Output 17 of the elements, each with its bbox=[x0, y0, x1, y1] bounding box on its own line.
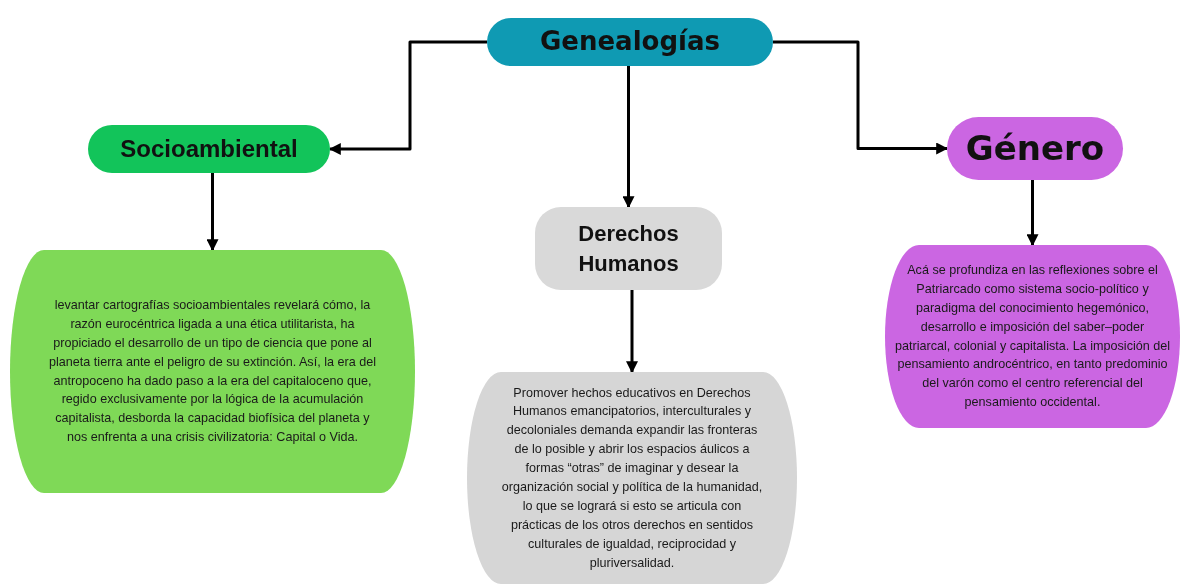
description-text: levantar cartografías socioambientales revelará cómo, la razón eurocéntrica ligada a una ética utilitarista, ha propiciado el desarrollo de un tipo de ciencia que pone al planeta tierra ante el peligro de su extinción. Así, la era del antropoceno ha dado paso a la era del capitaloceno que, regido exclusivamente por la lógica de la acumulación capitalista, desborda la capacidad biofísica del planeta y nos enfrenta a una crisis civilizatoria: Capital o Vida. bbox=[48, 296, 377, 447]
topic-box bbox=[88, 125, 330, 173]
topic-box bbox=[487, 18, 773, 66]
arrow bbox=[328, 40, 487, 155]
arrow bbox=[1026, 180, 1039, 247]
topic-title: Género bbox=[965, 126, 1105, 170]
text-box bbox=[885, 245, 1180, 428]
arrow bbox=[626, 290, 638, 374]
topic-title: Derechos Humanos bbox=[577, 219, 680, 278]
topic-title: Socioambiental bbox=[120, 133, 298, 164]
arrow bbox=[622, 66, 635, 209]
topic-box bbox=[535, 207, 722, 290]
description-text: Acá se profundiza en las reflexiones sobre el Patriarcado como sistema socio-político y paradigma del conocimiento hegemónico, desarrollo e imposición del saber–poder patriarcal, colonial y capitalista. La imposición del pensamiento androcéntrico, en tanto predominio del varón como el centro referencial del pensamiento occidental. bbox=[893, 261, 1172, 412]
topic-title: Genealogías bbox=[540, 25, 720, 59]
description-text: Promover hechos educativos en Derechos Humanos emancipatorios, interculturales y decoloniales demanda expandir las fronteras de lo posible y abrir los espacios áulicos a formas “otras” de imaginar y desear la organización social y política de la humanidad, lo que se logrará si esto se articula con prácticas de los otros derechos en sentidos culturales de igualdad, reciprocidad y pluriversalidad. bbox=[501, 384, 763, 572]
arrow bbox=[773, 40, 949, 155]
arrow bbox=[206, 173, 219, 252]
